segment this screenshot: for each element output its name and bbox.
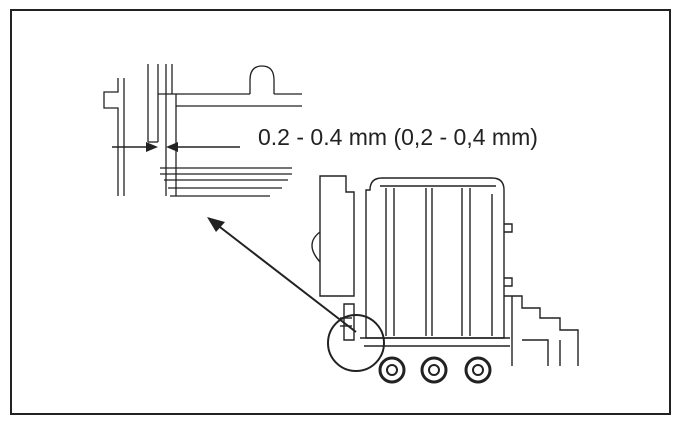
feed-wheel-3-outer	[464, 356, 492, 384]
housing-right-notch-1	[504, 223, 513, 233]
feed-wheel-2-outer	[420, 356, 448, 384]
left-mechanism	[343, 303, 355, 341]
feed-wheels	[378, 356, 492, 384]
detail-left-bracket	[103, 78, 119, 196]
detail-enlargement	[103, 64, 302, 197]
housing-right-notch-2	[504, 277, 513, 287]
feed-wheel-3-inner	[472, 364, 484, 376]
roller-2	[425, 188, 433, 336]
dimension-arrowhead-left	[146, 142, 158, 152]
housing-body	[365, 177, 505, 339]
leader-arrowhead	[207, 217, 225, 232]
leader-arrow-shaft	[215, 223, 357, 333]
feed-wheel-1-outer	[378, 356, 406, 384]
figure-frame	[10, 9, 671, 415]
main-assembly	[311, 175, 579, 366]
rear-side-plate	[319, 175, 355, 297]
gap-dimension	[112, 142, 240, 152]
rear-knob	[311, 231, 321, 263]
right-bracket	[504, 295, 579, 366]
right-bracket-lower	[522, 339, 549, 366]
feed-wheel-1-inner	[386, 364, 398, 376]
dimension-arrowhead-right	[166, 142, 178, 152]
detail-tab-bump	[249, 65, 275, 94]
roller-1	[385, 188, 395, 336]
leader-arrow	[207, 217, 357, 333]
gap-dimension-label: 0.2 - 0.4 mm (0,2 - 0,4 mm)	[258, 124, 538, 150]
detail-callout-circle	[327, 314, 385, 372]
feed-wheel-2-inner	[428, 364, 440, 376]
roller-3	[461, 188, 471, 336]
